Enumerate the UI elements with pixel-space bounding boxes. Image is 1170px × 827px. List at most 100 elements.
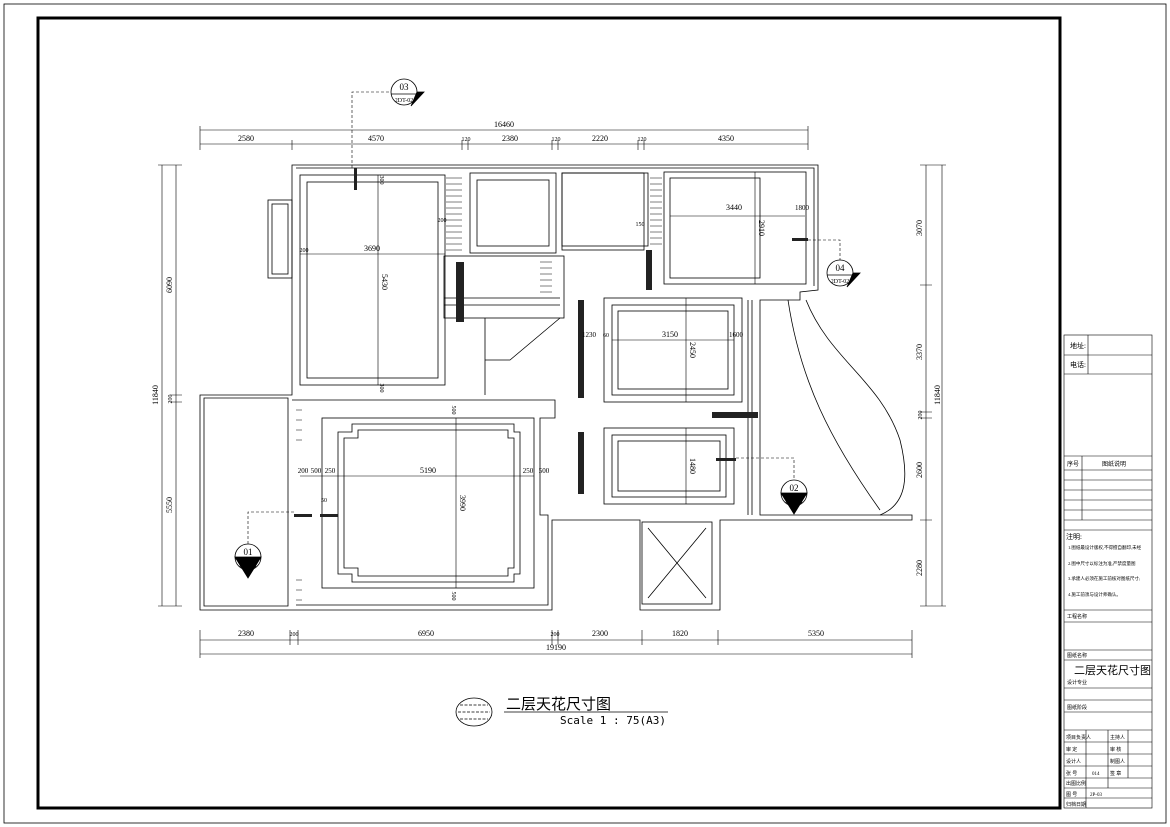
dim-top-7: 4350 bbox=[718, 134, 734, 143]
dim-r1-w: 3690 bbox=[364, 244, 380, 253]
dim-r4-b: 500 bbox=[311, 467, 322, 475]
dim-left-2: 5550 bbox=[165, 497, 174, 513]
dim-top-4: 120 bbox=[552, 137, 561, 143]
room-5 bbox=[603, 427, 735, 505]
beams bbox=[294, 168, 808, 517]
callout-04-ref: 2DT-02 bbox=[831, 279, 849, 285]
callout-03 bbox=[390, 78, 425, 107]
building-outline bbox=[199, 164, 913, 611]
tb-r4c0: 出图比例 bbox=[1066, 780, 1086, 787]
callout-03-num: 03 bbox=[400, 82, 410, 92]
dim-left-0: 6090 bbox=[165, 277, 174, 293]
tb-r2c0: 设计人 bbox=[1066, 758, 1081, 765]
dim-top-2: 120 bbox=[462, 137, 471, 143]
room-3 bbox=[603, 297, 743, 403]
dim-r3-a: 1230 bbox=[582, 331, 597, 339]
title-block bbox=[1063, 334, 1153, 809]
dim-left-overall: 11840 bbox=[151, 385, 160, 405]
tb-project-label: 工程名称 bbox=[1067, 613, 1087, 620]
dim-right-overall: 11840 bbox=[933, 385, 942, 405]
dim-r4-c: 250 bbox=[325, 467, 336, 475]
callout-leaders bbox=[247, 91, 841, 546]
dim-r3-w: 3150 bbox=[662, 330, 678, 339]
room-4 bbox=[321, 417, 535, 589]
dim-bottom-4: 2300 bbox=[592, 629, 608, 638]
tb-design-major-label: 设计专业 bbox=[1067, 679, 1087, 686]
tb-r2c2: 制图人 bbox=[1110, 758, 1125, 765]
callout-02 bbox=[780, 479, 808, 515]
dimension-lines bbox=[158, 126, 946, 658]
tb-r1c0: 审 定 bbox=[1066, 746, 1077, 753]
dim-r1-a: 200 bbox=[300, 248, 309, 254]
dim-r3-b: 60 bbox=[603, 333, 609, 339]
dim-r4-h2: 50 bbox=[321, 498, 327, 504]
dim-right-3: 2600 bbox=[915, 462, 924, 478]
tb-seq-label: 序号 bbox=[1067, 460, 1079, 468]
dim-bottom-6: 5350 bbox=[808, 629, 824, 638]
tb-drawing-name: 二层天花尺寸图 bbox=[1074, 663, 1151, 677]
dim-r5-h: 1480 bbox=[688, 458, 697, 474]
tb-phone-label: 电话: bbox=[1070, 360, 1086, 369]
dim-left-1: 200 bbox=[168, 395, 174, 404]
dim-r4-d: 250 bbox=[523, 467, 534, 475]
tb-desc-label: 图纸说明 bbox=[1102, 460, 1126, 468]
dim-right-4: 2280 bbox=[915, 560, 924, 576]
dim-r4-a: 200 bbox=[298, 467, 309, 475]
drawing-title-group: 二层天花尺寸图 Scale 1 : 75(A3) bbox=[455, 696, 668, 727]
callout-04-num: 04 bbox=[836, 263, 846, 273]
wall-hatching bbox=[296, 177, 662, 601]
dim-r3-c: 1600 bbox=[729, 331, 744, 339]
callout-01 bbox=[234, 543, 262, 579]
tb-r0c0: 项目负责人 bbox=[1066, 734, 1091, 741]
tb-drawing-stage-label: 图纸阶段 bbox=[1067, 704, 1087, 711]
dimension-text: 16460 2580 4570 120 2380 120 2220 120 43… bbox=[151, 120, 942, 652]
dim-r4-h: 3990 bbox=[458, 495, 467, 511]
dim-r6-a: 150 bbox=[636, 222, 645, 228]
room-1 bbox=[299, 174, 446, 386]
tb-note-0: 1.图纸最设计版权,不得擅自翻印,未经 bbox=[1068, 544, 1142, 551]
dim-r4-f: 500 bbox=[450, 406, 456, 415]
dim-right-0: 3070 bbox=[915, 220, 924, 236]
callout-02-ref: 2DT-01 bbox=[785, 499, 803, 505]
callout-01-ref: 2DT-01 bbox=[239, 563, 257, 569]
callout-02-num: 02 bbox=[790, 483, 799, 493]
dim-right-2: 200 bbox=[918, 411, 924, 420]
tb-r3c2: 签 章 bbox=[1110, 770, 1121, 777]
dim-r4-w: 5190 bbox=[420, 466, 436, 475]
dim-bottom-2: 6950 bbox=[418, 629, 434, 638]
tb-note-2: 3.承建人必须在施工前核对图纸尺寸; bbox=[1068, 575, 1140, 582]
tb-r3c0: 张 号 bbox=[1066, 770, 1077, 777]
tb-notes-title: 注明: bbox=[1066, 532, 1082, 541]
tb-note-3: 4.施工前须与设计师确认。 bbox=[1068, 591, 1121, 598]
section-callouts bbox=[234, 78, 861, 579]
dim-r4-e: 500 bbox=[539, 467, 550, 475]
dim-r2-h: 2910 bbox=[757, 220, 766, 236]
dim-top-5: 2220 bbox=[592, 134, 608, 143]
tb-note-1: 2.图中尺寸以标注为准,严禁度量图 bbox=[1068, 560, 1136, 567]
dim-top-6: 120 bbox=[638, 137, 647, 143]
tb-drawing-name-label: 图纸名称 bbox=[1067, 652, 1087, 659]
tb-r5c1: 2P-03 bbox=[1090, 793, 1102, 798]
dim-r2-w: 3440 bbox=[726, 203, 742, 212]
drawing-border bbox=[36, 16, 1062, 810]
callout-03-ref: 2DT-02 bbox=[395, 98, 413, 104]
tb-r5c0: 图 号 bbox=[1066, 792, 1077, 798]
outer-frame bbox=[3, 3, 1167, 824]
floor-plan bbox=[199, 164, 913, 611]
callout-04 bbox=[826, 259, 861, 288]
dim-bottom-3: 200 bbox=[551, 632, 560, 638]
dim-r2-a: 1800 bbox=[795, 204, 810, 212]
dim-top-3: 2380 bbox=[502, 134, 518, 143]
tb-r6c0: 归档日期 bbox=[1066, 801, 1086, 808]
room-2 bbox=[663, 171, 807, 285]
dim-top-1: 4570 bbox=[368, 134, 384, 143]
title-block-text: 地址: 电话: 序号 图纸说明 注明: 1.图纸最设计版权,不得擅自翻印,未经 … bbox=[1066, 341, 1151, 808]
dim-right-1: 3370 bbox=[915, 344, 924, 360]
drawing-scale: Scale 1 : 75(A3) bbox=[560, 714, 666, 727]
dim-top-0: 2580 bbox=[238, 134, 254, 143]
dim-r1-c: 300 bbox=[378, 384, 384, 393]
dim-bottom-1: 200 bbox=[290, 632, 299, 638]
tb-r3c1: 014 bbox=[1092, 772, 1100, 777]
callout-labels: 03 2DT-02 04 2DT-02 02 2DT-01 01 2DT-01 bbox=[239, 82, 849, 569]
